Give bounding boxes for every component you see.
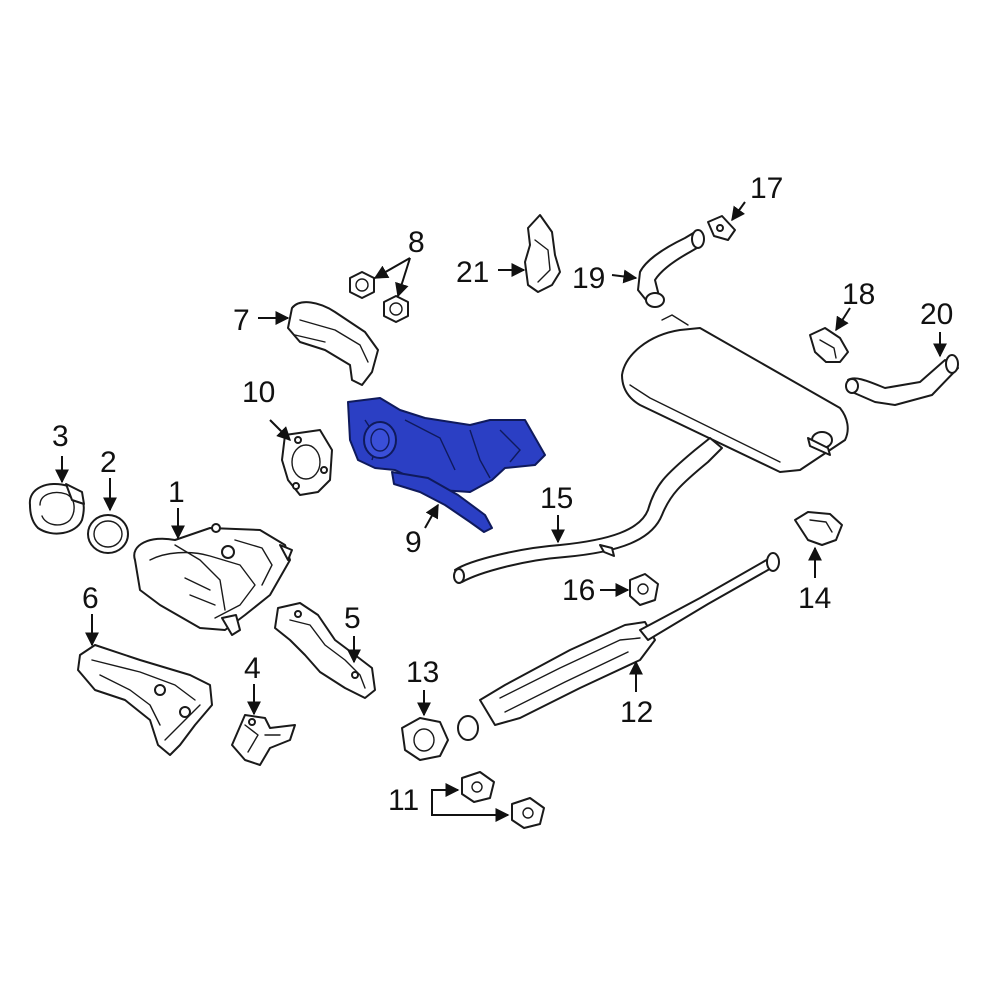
- part-21-heat-shield[interactable]: [524, 214, 561, 293]
- part-20-tailpipe[interactable]: [845, 354, 959, 406]
- callout-14: 14: [798, 582, 831, 615]
- callout-5: 5: [344, 602, 361, 635]
- part-14-hanger[interactable]: [794, 511, 843, 546]
- rear-muffler[interactable]: [621, 314, 849, 473]
- callout-20: 20: [920, 298, 953, 331]
- callout-7: 7: [233, 304, 250, 337]
- part-2-gasket[interactable]: [87, 514, 129, 554]
- part-7-heat-shield[interactable]: [287, 301, 379, 386]
- callout-18: 18: [842, 278, 875, 311]
- leader-lines: [55, 201, 947, 822]
- callout-11: 11: [388, 784, 419, 817]
- part-11-insulators[interactable]: [461, 771, 545, 829]
- callout-21: 21: [456, 256, 489, 289]
- callout-3: 3: [52, 420, 69, 453]
- callout-1: 1: [168, 476, 185, 509]
- callout-6: 6: [82, 582, 99, 615]
- part-4-bracket[interactable]: [231, 714, 296, 766]
- part-1-manifold[interactable]: [133, 523, 293, 636]
- part-18-bracket[interactable]: [809, 327, 849, 363]
- callout-17: 17: [750, 172, 783, 205]
- part-5-heat-shield[interactable]: [274, 602, 376, 699]
- part-19-pipe[interactable]: [637, 229, 705, 308]
- callout-19: 19: [572, 262, 605, 295]
- callout-16: 16: [562, 574, 595, 607]
- part-10-gasket[interactable]: [281, 429, 333, 496]
- callout-13: 13: [406, 656, 439, 689]
- callout-9: 9: [405, 526, 422, 559]
- part-17-clip[interactable]: [707, 215, 736, 241]
- part-15-pipe[interactable]: [453, 437, 723, 584]
- part-12-resonator[interactable]: [457, 552, 780, 741]
- part-3-clamp[interactable]: [28, 483, 85, 535]
- part-16-insulator[interactable]: [629, 573, 659, 606]
- part-8-nuts[interactable]: [349, 271, 409, 323]
- callout-15: 15: [540, 482, 573, 515]
- callout-10: 10: [242, 376, 275, 409]
- part-6-bracket[interactable]: [77, 644, 213, 756]
- callout-2: 2: [100, 446, 117, 479]
- part-13-gasket[interactable]: [401, 717, 449, 761]
- callout-12: 12: [620, 696, 653, 729]
- part-9-catalytic-converter[interactable]: [347, 397, 546, 533]
- callout-labels: 3 2 1 6 4 5 7 8 10 9 21 19 17 15 16 12 1…: [52, 172, 953, 817]
- callout-8: 8: [408, 226, 425, 259]
- callout-4: 4: [244, 652, 261, 685]
